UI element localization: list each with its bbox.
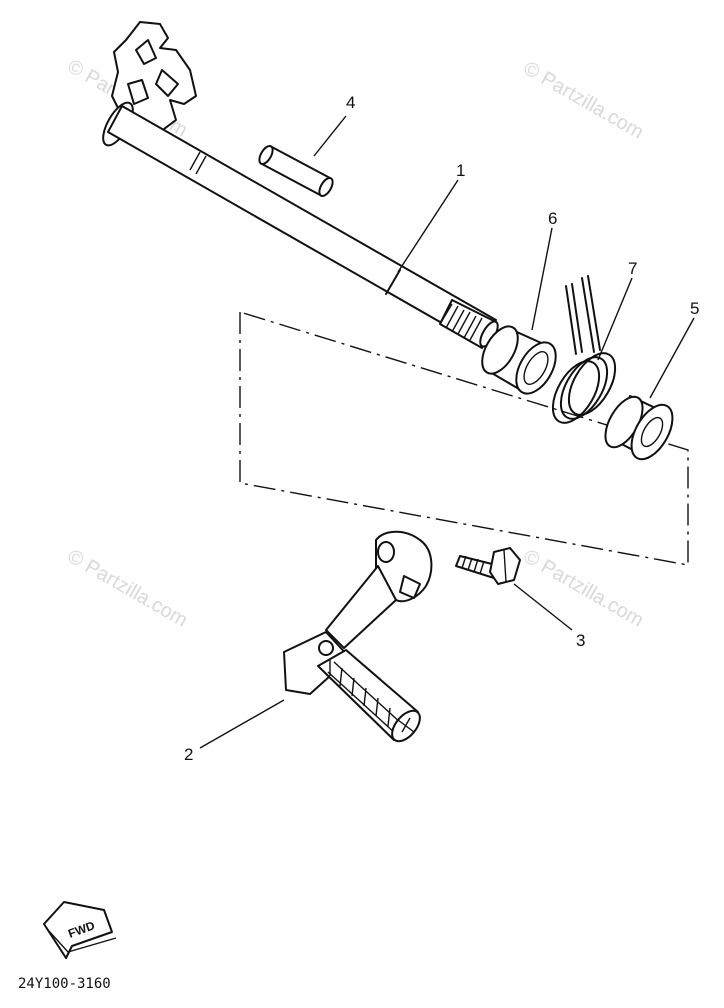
watermark: © Partzilla.com	[520, 545, 648, 631]
callout-7: 7	[628, 259, 637, 278]
callout-1: 1	[456, 161, 465, 180]
callout-2: 2	[184, 745, 193, 764]
watermark: © Partzilla.com	[520, 57, 648, 143]
assembly-guide-lines	[239, 311, 689, 566]
shift-shaft	[102, 21, 499, 349]
torsion-spring	[551, 275, 617, 424]
callout-4: 4	[346, 93, 355, 112]
watermark: © Partzilla.com	[64, 545, 192, 631]
shift-pedal	[283, 530, 433, 743]
bolt	[455, 547, 521, 585]
callout-5: 5	[690, 299, 699, 318]
collar	[481, 325, 557, 395]
drawing-code: 24Y100-3160	[18, 976, 111, 992]
leader-lines	[199, 115, 695, 749]
oil-seal	[604, 395, 674, 461]
callout-3: 3	[576, 631, 585, 650]
fwd-arrow: FWD	[43, 901, 117, 959]
pin	[258, 144, 334, 198]
callout-6: 6	[548, 209, 557, 228]
callouts: 1 2 3 4 5 6 7	[184, 93, 699, 764]
